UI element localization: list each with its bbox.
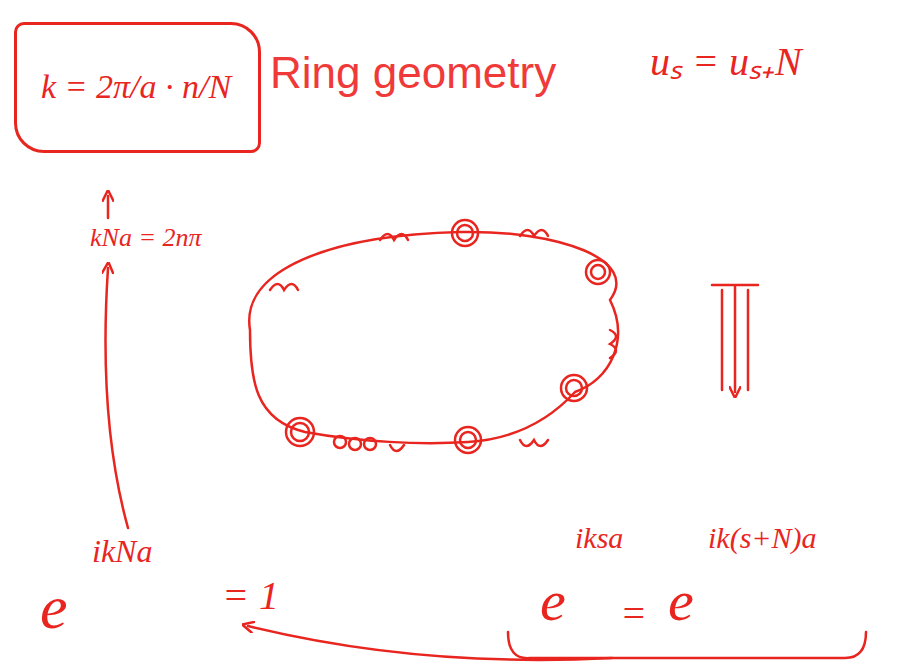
exponential-base: e <box>668 566 694 636</box>
atom <box>586 260 610 284</box>
equation: kNa = 2nπ <box>90 222 201 253</box>
ring-chain <box>249 232 618 443</box>
implication-arrow <box>722 290 748 390</box>
spring-coils <box>270 230 616 451</box>
atom <box>452 220 478 246</box>
formula-box: k = 2π/a · n/N <box>14 22 261 153</box>
slide-title: Ring geometry <box>270 48 556 98</box>
exponential-base: e <box>540 566 566 636</box>
equals-sign: = <box>620 590 647 638</box>
implication-arrow <box>712 285 758 392</box>
atom <box>455 427 481 453</box>
exponent: ikNa <box>92 532 152 570</box>
atom <box>286 418 314 446</box>
spring-loop <box>349 438 361 450</box>
exponent: ik(s+N)a <box>708 520 817 556</box>
derivation-arrow <box>106 268 129 528</box>
exponent: iksa <box>575 520 623 556</box>
equation: uₛ = uₛ₊N <box>650 38 802 86</box>
derivation-arrow <box>107 196 110 218</box>
atom <box>561 375 587 401</box>
formula-text: k = 2π/a · n/N <box>41 67 234 108</box>
exponential-base: e <box>40 570 68 644</box>
equation-part: = 1 <box>222 572 279 620</box>
spring-loop <box>364 438 376 450</box>
underbrace <box>508 632 866 658</box>
spring-loop <box>334 436 346 448</box>
